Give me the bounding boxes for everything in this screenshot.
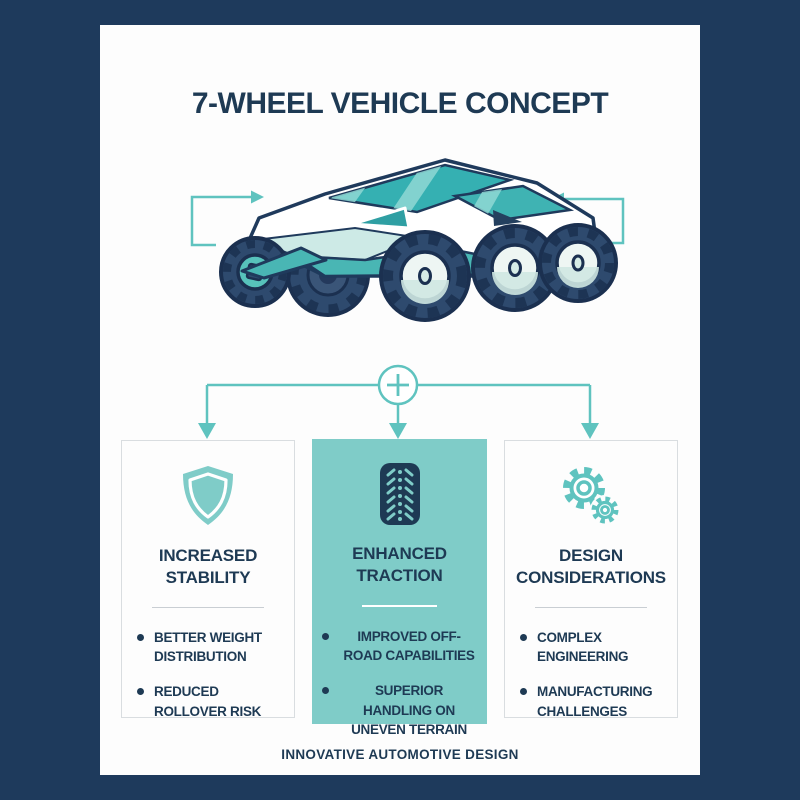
bullet-dot-icon: [520, 633, 527, 641]
tire-tread-icon: [379, 463, 420, 525]
page-title: 7-WHEEL VEHICLE CONCEPT: [191, 87, 609, 120]
bullet-dot-icon: [137, 633, 144, 641]
shield-icon: [183, 466, 233, 525]
gears-icon: [563, 467, 620, 525]
bullet-dot-icon: [322, 687, 329, 694]
divider: [362, 604, 437, 607]
front-suspension-arm: [240, 246, 328, 280]
bullet-item: BETTER WEIGHT DISTRIBUTION: [135, 628, 281, 667]
infographic-panel: 7-WHEEL VEHICLE CONCEPT: [100, 25, 700, 775]
wheel-3: [379, 230, 471, 322]
down-arrowhead-right: [581, 423, 599, 439]
bullet-item: COMPLEX ENGINEERING: [518, 628, 664, 667]
card-increased-stability: INCREASED STABILITY BETTER WEIGHT DISTRI…: [121, 440, 295, 721]
bullet-item: REDUCED ROLLOVER RISK: [135, 682, 281, 721]
vehicle-illustration: [190, 158, 625, 322]
card-enhanced-traction: ENHANCED TRACTION IMPROVED OFF-ROAD CAPA…: [312, 439, 487, 737]
card-title: DESIGN CONSIDERATIONS: [516, 546, 666, 588]
wheel-5: [538, 223, 618, 303]
divider: [152, 606, 264, 608]
left-arrow: [190, 195, 253, 247]
front-vent-window: [351, 206, 411, 230]
card-title: ENHANCED TRACTION: [352, 544, 447, 586]
bullet-dot-icon: [520, 688, 527, 695]
left-arrowhead-icon: [251, 190, 264, 204]
bullet-item: IMPROVED OFF-ROAD CAPABILITIES: [320, 627, 479, 666]
card-title: INCREASED STABILITY: [158, 546, 258, 588]
down-arrowhead-left: [198, 423, 216, 439]
connector-diagram: [198, 364, 599, 439]
down-arrowhead-center: [389, 423, 407, 439]
plus-node-icon: [377, 364, 419, 406]
bullet-dot-icon: [322, 632, 329, 640]
footer-tagline: INNOVATIVE AUTOMOTIVE DESIGN: [281, 747, 519, 762]
bullet-item: MANUFACTURING CHALLENGES: [518, 682, 664, 721]
bullet-item: SUPERIOR HANDLING ON UNEVEN TERRAIN: [320, 681, 479, 740]
card-design-considerations: DESIGN CONSIDERATIONS COMPLEX ENGINEERIN…: [504, 440, 678, 721]
bullet-dot-icon: [137, 688, 144, 695]
divider: [535, 606, 647, 608]
